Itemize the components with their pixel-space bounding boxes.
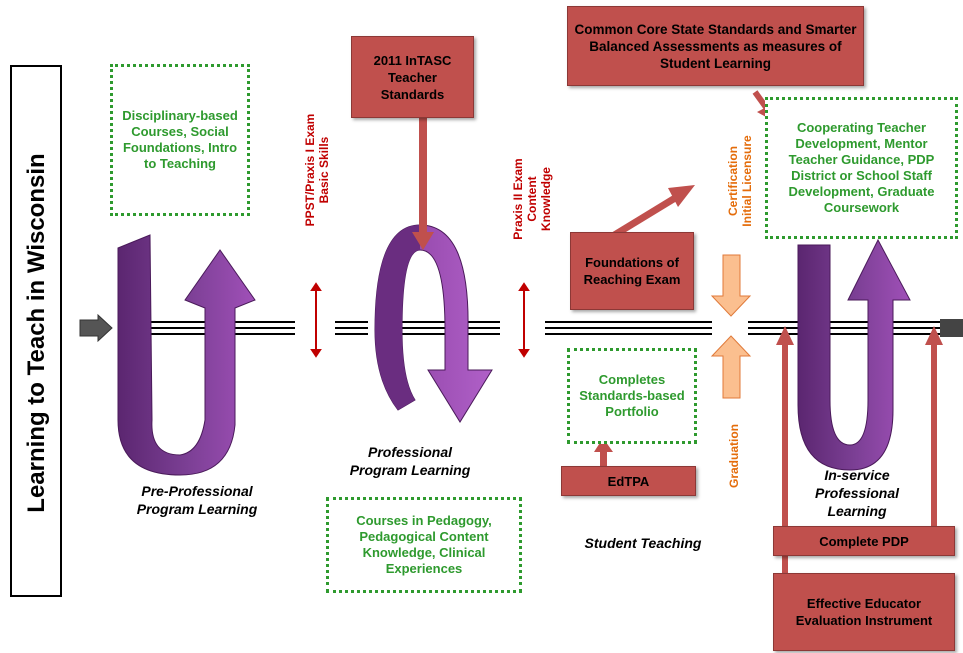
edtpa-text: EdTPA [607, 473, 650, 489]
disciplinary-courses-box: Disciplinary-based Courses, Social Found… [110, 64, 250, 216]
loop-inservice [797, 238, 911, 471]
common-core-text: Common Core State Standards and Smarter … [574, 21, 857, 71]
disciplinary-courses-text: Disciplinary-based Courses, Social Found… [122, 108, 238, 171]
stage-pre-professional: Pre-Professional Program Learning [112, 482, 282, 518]
pdp-arrows [776, 326, 943, 530]
certification-line1: Certification [726, 146, 740, 217]
portfolio-text: Completes Standards-based Portfolio [579, 372, 685, 419]
loop-pre-professional [117, 234, 256, 476]
effective-educator-text: Effective Educator Evaluation Instrument [795, 596, 933, 628]
intasc-standards-box: 2011 InTASC Teacher Standards [351, 36, 474, 118]
ppst-exam-line2: Basic Skills [317, 136, 331, 204]
certification-label: Certification Initial Licensure [726, 121, 758, 241]
stage-student-teaching-text: Student Teaching [584, 535, 702, 551]
praxis2-exam-line1: Praxis II Exam [511, 158, 525, 240]
praxis2-exam-line2: Content [525, 176, 539, 222]
timeline [150, 321, 945, 335]
pedagogy-courses-text: Courses in Pedagogy, Pedagogical Content… [356, 513, 492, 576]
exam-markers [310, 282, 530, 358]
stage-student-teaching: Student Teaching [558, 534, 728, 552]
edtpa-box: EdTPA [561, 466, 696, 496]
effective-educator-box: Effective Educator Evaluation Instrument [773, 573, 955, 651]
cooperating-teacher-text: Cooperating Teacher Development, Mentor … [788, 120, 935, 215]
portfolio-box: Completes Standards-based Portfolio [567, 348, 697, 444]
graduation-text: Graduation [727, 424, 741, 489]
intasc-arrow [412, 110, 434, 250]
stage-inservice-text: In-service Professional Learning [814, 467, 900, 519]
pedagogy-courses-box: Courses in Pedagogy, Pedagogical Content… [326, 497, 522, 593]
complete-pdp-box: Complete PDP [773, 526, 955, 556]
cooperating-teacher-box: Cooperating Teacher Development, Mentor … [765, 97, 958, 239]
orange-arrows [710, 254, 752, 399]
ppst-exam-label: PPST/Praxis I Exam Basic Skills [303, 100, 335, 240]
certification-line2: Initial Licensure [740, 135, 754, 227]
foundations-exam-box: Foundations of Reaching Exam [570, 232, 694, 310]
stage-pre-professional-text: Pre-Professional Program Learning [136, 483, 258, 517]
foundations-exam-text: Foundations of Reaching Exam [583, 255, 681, 287]
ppst-exam-line1: PPST/Praxis I Exam [303, 113, 317, 227]
diagram-title: Learning to Teach in Wisconsin [23, 153, 50, 513]
stage-inservice: In-service Professional Learning [802, 466, 912, 520]
edtpa-arrow [594, 438, 613, 468]
praxis2-exam-label: Praxis II Exam Content Knowledge [511, 149, 557, 249]
intasc-standards-text: 2011 InTASC Teacher Standards [373, 52, 452, 102]
end-block [940, 319, 963, 337]
complete-pdp-text: Complete PDP [819, 533, 909, 549]
evaluation-connector [782, 555, 788, 577]
stage-professional-text: Professional Program Learning [349, 444, 471, 478]
start-arrow-icon [79, 313, 113, 343]
loop-professional [374, 224, 493, 423]
title-box: Learning to Teach in Wisconsin [10, 65, 62, 597]
stage-professional: Professional Program Learning [340, 443, 480, 479]
praxis2-exam-line3: Knowledge [539, 167, 553, 232]
common-core-box: Common Core State Standards and Smarter … [567, 6, 864, 86]
graduation-label: Graduation [727, 416, 743, 496]
